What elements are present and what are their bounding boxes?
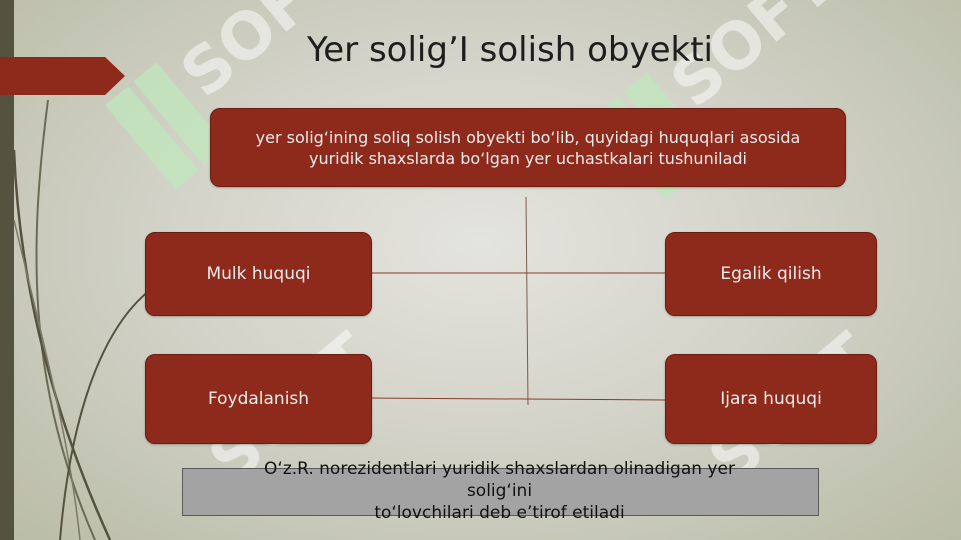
definition-line-1: yer solig‘ining soliq solish obyekti bo‘… [255,127,801,147]
definition-line-2: yuridik shaxslarda bo‘lgan yer uchastkal… [308,148,747,168]
egalik-qilish-label: Egalik qilish [720,264,822,284]
footer-note: O‘z.R. norezidentlari yuridik shaxslarda… [182,458,817,524]
foydalanish-box: Foydalanish [145,354,372,444]
watermark-logo-mark [105,86,199,190]
footer-note-box [182,468,819,516]
ijara-huquqi-label: Ijara huquqi [720,389,822,409]
mulk-huquqi-box: Mulk huquqi [145,232,372,316]
slide-title: Yer solig’I solish obyekti [307,30,713,70]
footer-line-1: O‘z.R. norezidentlari yuridik shaxslarda… [264,459,735,479]
footer-line-3: to‘lovchilari deb e’tirof etiladi [374,503,625,523]
watermark-logo-mark [133,62,228,166]
ijara-huquqi-box: Ijara huquqi [665,354,877,444]
left-accent-bar [0,0,14,540]
definition-box: yer solig‘ining soliq solish obyekti bo‘… [210,108,846,187]
foydalanish-label: Foydalanish [207,389,310,409]
egalik-qilish-box: Egalik qilish [665,232,877,316]
vertical-connector [525,196,529,406]
title-arrow-tab [0,57,125,95]
mulk-huquqi-label: Mulk huquqi [206,264,311,284]
bottom-horizontal-connector [369,397,666,401]
footer-line-2: solig‘ini [466,481,533,501]
